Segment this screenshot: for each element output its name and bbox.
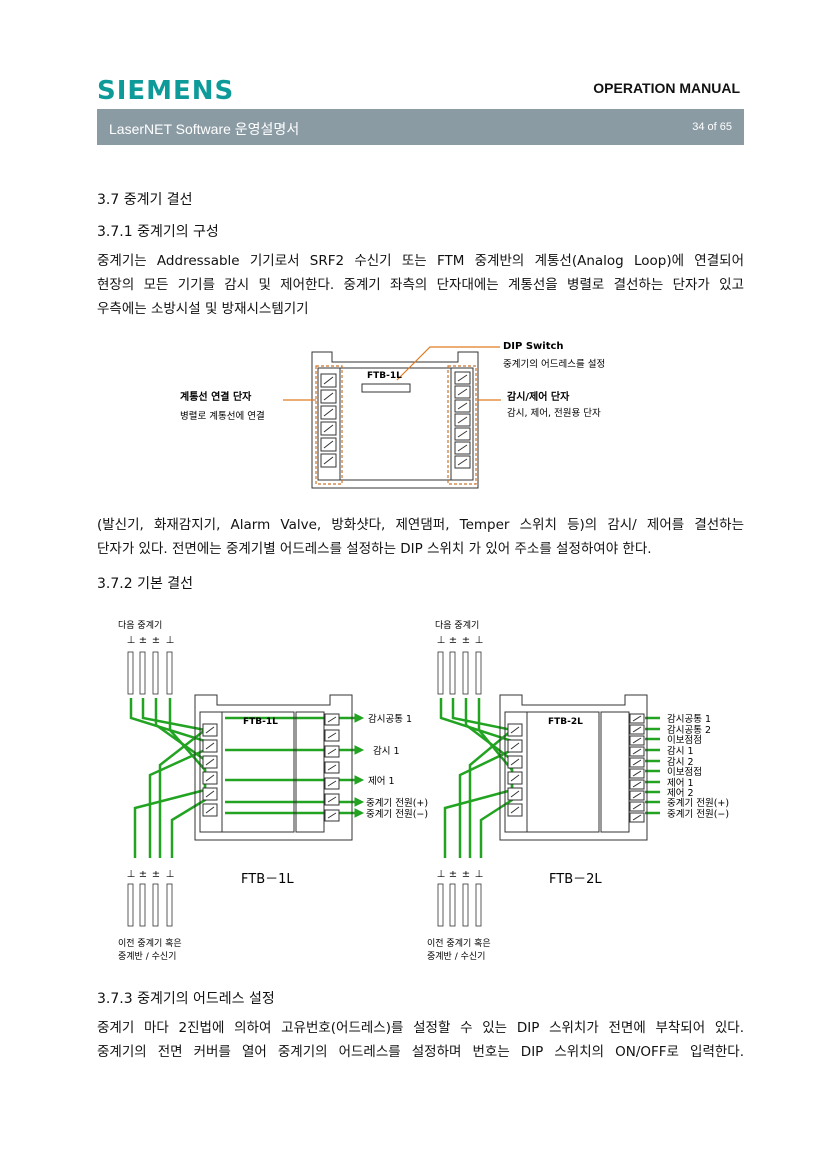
sign: ± (449, 869, 457, 880)
fig2-right-label: 이보점점 (667, 734, 702, 746)
fig2-left-prev-label-2: 중계반 / 수신기 (118, 950, 176, 962)
manual-title: OPERATION MANUAL (593, 80, 740, 96)
fig1-left-title: 계통선 연결 단자 (180, 390, 252, 403)
sign: ± (462, 635, 470, 646)
siemens-logo: SIEMENS (97, 76, 235, 106)
fig2-right-label: 감시공통 2 (667, 724, 711, 736)
sign: ± (462, 869, 470, 880)
sign: ⊥ (475, 869, 484, 880)
fig2-left-label: 중계기 전원(−) (366, 808, 428, 820)
fig1-dip-title: DIP Switch (503, 341, 564, 352)
fig2-right-label: 제어 2 (667, 788, 694, 799)
fig2-left-screws (202, 713, 340, 822)
fig2-right-label: 중계기 전원(−) (667, 808, 729, 820)
fig2-right-label: 감시 2 (667, 756, 694, 768)
sign: ⊥ (437, 635, 446, 646)
fig2-right-label: 중계기 전원(+) (667, 797, 729, 809)
fig1-dip-desc: 중계기의 어드레스를 설정 (503, 358, 605, 370)
fig2-right-device (499, 694, 648, 841)
sign: ± (152, 635, 160, 646)
fig2-left-label: 제어 1 (368, 776, 395, 787)
section-3-7-2-title: 3.7.2 기본 결선 (97, 576, 194, 592)
header-bar: LaserNET Software 운영설명서 34 of 65 (97, 109, 744, 145)
para-1-line-2: 현장의 모든 기기를 감시 및 제어한다. 중계기 좌측의 단자대에는 계통선을… (97, 277, 744, 293)
fig2-left-device (194, 694, 353, 841)
sign: ± (152, 869, 160, 880)
fig2-left-prev-label-1: 이전 중계기 혹은 (118, 937, 182, 949)
section-3-7-3-title: 3.7.3 중계기의 어드레스 설정 (97, 991, 275, 1007)
fig2-right-next-label: 다음 중계기 (435, 619, 479, 631)
para-1-line-1: 중계기는 Addressable 기기로서 SRF2 수신기 또는 FTM 중계… (97, 253, 744, 269)
sign: ⊥ (166, 869, 175, 880)
fig2-right-label: 이보점접 (667, 766, 702, 778)
fig2-right-screws (507, 713, 645, 823)
fig2-left-label: 감시공통 1 (368, 713, 412, 725)
fig1-right-title: 감시/제어 단자 (507, 390, 570, 403)
page-number: 34 of 65 (692, 121, 732, 133)
para-2-line-1: (발신기, 화재감지기, Alarm Valve, 방화샷다, 제연댐퍼, Te… (97, 517, 744, 533)
fig2-right-prev-label-2: 중계반 / 수신기 (427, 950, 485, 962)
doc-title: LaserNET Software 운영설명서 (109, 121, 300, 137)
fig2-right-caption: FTB－2L (549, 872, 602, 887)
fig2-left-label: 감시 1 (373, 745, 400, 757)
fig2-left-caption: FTB－1L (241, 872, 294, 887)
fig1-left-screws (320, 373, 337, 468)
section-3-7-1-title: 3.7.1 중계기의 구성 (97, 224, 219, 240)
fig1-right-desc: 감시, 제어, 전원용 단자 (507, 407, 601, 419)
sign: ± (139, 869, 147, 880)
fig2-left-next-label: 다음 중계기 (118, 619, 162, 631)
fig1-device-name: FTB-1L (367, 371, 402, 381)
para-3-line-2: 중계기의 전면 커버를 열어 중계기의 어드레스를 설정하며 번호는 DIP 스… (97, 1044, 744, 1060)
sign: ⊥ (127, 869, 136, 880)
fig2-right-label: 감시 1 (667, 745, 694, 757)
para-3-line-1: 중계기 마다 2진법에 의하여 고유번호(어드레스)를 설정할 수 있는 DIP… (97, 1020, 744, 1036)
para-2-line-2: 단자가 있다. 전면에는 중계기별 어드레스를 설정하는 DIP 스위치 가 있… (97, 541, 652, 557)
fig2-left-device-name: FTB-1L (243, 717, 278, 727)
sign: ± (449, 635, 457, 646)
fig1-right-screws (454, 371, 471, 469)
fig2-right-prev-label-1: 이전 중계기 혹은 (427, 937, 491, 949)
sign: ⊥ (127, 635, 136, 646)
fig2-right-device-name: FTB-2L (548, 717, 583, 727)
sign: ± (139, 635, 147, 646)
sign: ⊥ (166, 635, 175, 646)
fig2-left-label: 중계기 전원(+) (366, 797, 428, 809)
section-3-7-title: 3.7 중계기 결선 (97, 192, 193, 208)
sign: ⊥ (475, 635, 484, 646)
fig2-right-label: 제어 1 (667, 778, 694, 789)
para-1-line-3: 우측에는 소방시설 및 방재시스템기기 (97, 301, 309, 317)
fig2-right-label: 감시공통 1 (667, 713, 711, 725)
sign: ⊥ (437, 869, 446, 880)
fig1-left-desc: 병렬로 계통선에 연결 (180, 410, 265, 422)
